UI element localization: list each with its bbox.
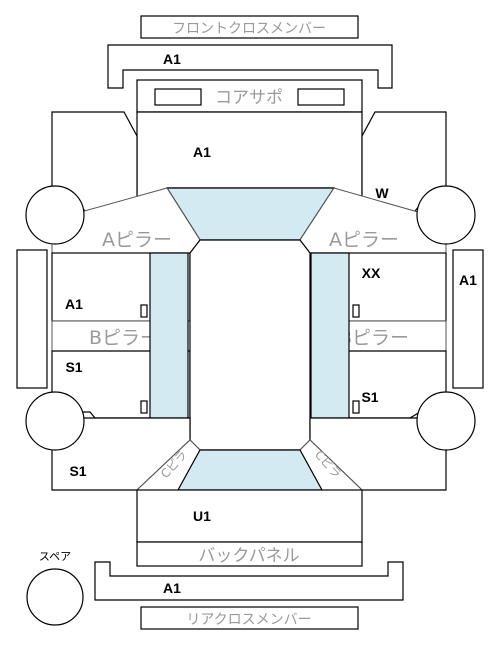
front-fender-right-code: W xyxy=(375,185,389,201)
spare-label: スペア xyxy=(39,550,71,563)
roof-side-left[interactable] xyxy=(16,249,48,389)
rear-cross-member-box[interactable] xyxy=(140,606,359,630)
side-window-left[interactable] xyxy=(149,252,189,419)
front-cross-member-panel[interactable] xyxy=(107,44,393,89)
roof-side-right[interactable] xyxy=(452,249,484,389)
door-handle-front-right xyxy=(352,304,360,318)
headlight-left[interactable] xyxy=(154,88,202,106)
rear-door-right-code: S1 xyxy=(361,389,378,405)
trunk-code: U1 xyxy=(193,508,211,524)
front-door-right-code: XX xyxy=(362,265,381,281)
roof-side-right-code: A1 xyxy=(459,272,477,288)
rear-cross-member-label: リアクロスメンバー xyxy=(186,612,311,628)
door-handle-rear-left xyxy=(140,400,148,414)
a-pillar-left-label: Aピラー xyxy=(102,229,172,251)
core-support-label: コアサポ xyxy=(215,88,283,108)
front-wheel-right[interactable] xyxy=(416,185,476,245)
door-handle-front-left xyxy=(140,304,148,318)
roof-panel[interactable] xyxy=(189,239,311,451)
rear-cross-member-code: A1 xyxy=(163,580,181,596)
rear-window[interactable] xyxy=(176,449,324,491)
rear-door-left-code: S1 xyxy=(65,359,82,375)
front-wheel-left[interactable] xyxy=(25,185,85,245)
front-cross-member-code: A1 xyxy=(163,51,181,67)
back-panel-label: バックパネル xyxy=(198,546,299,566)
back-panel[interactable] xyxy=(136,541,363,567)
side-window-right[interactable] xyxy=(310,252,350,419)
spare-tire[interactable] xyxy=(26,568,84,626)
b-pillar-right-label: Bピラー xyxy=(339,327,409,349)
quarter-panel-left-code: S1 xyxy=(69,463,86,479)
rear-wheel-right[interactable] xyxy=(416,391,476,451)
door-handle-rear-right xyxy=(352,400,360,414)
front-cross-member-label: フロントクロスメンバー xyxy=(172,21,326,37)
a-pillar-right-label: Aピラー xyxy=(329,229,399,251)
b-pillar-left-label: Bピラー xyxy=(89,327,159,349)
hood-code: A1 xyxy=(193,144,211,160)
rear-cross-member-panel[interactable] xyxy=(94,561,404,601)
front-door-left-code: A1 xyxy=(65,296,83,312)
trunk-panel[interactable] xyxy=(136,489,363,543)
rear-wheel-left[interactable] xyxy=(25,391,85,451)
headlight-right[interactable] xyxy=(297,88,345,106)
front-cross-member-box[interactable] xyxy=(140,15,359,39)
